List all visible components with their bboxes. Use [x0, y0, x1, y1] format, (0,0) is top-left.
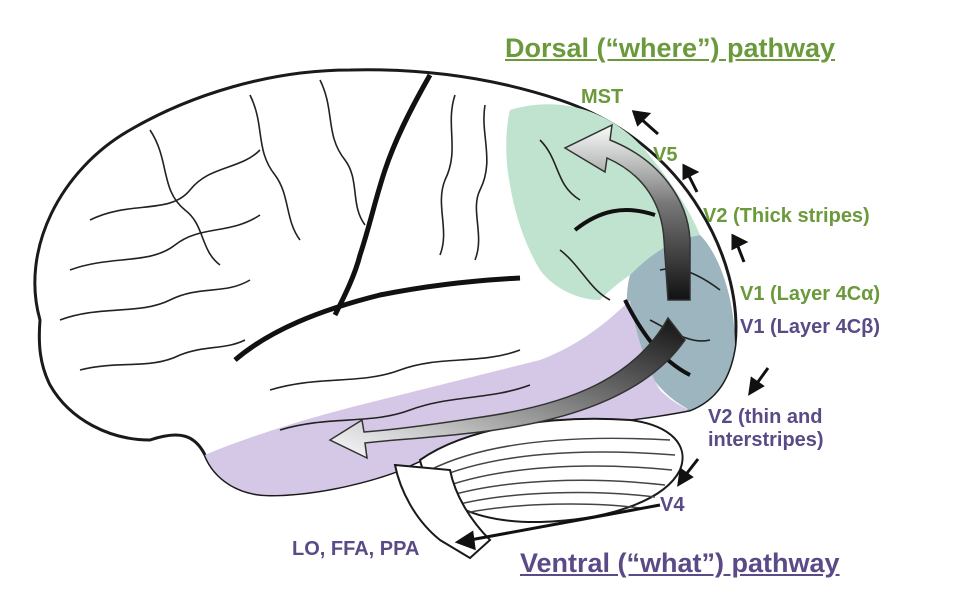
arrow-to-v5: [682, 163, 700, 193]
arrow-to-mst: [631, 110, 659, 136]
dorsal-region: [506, 104, 700, 300]
dorsal-stream-arrow: [563, 123, 691, 301]
label-lo-ffa-ppa: LO, FFA, PPA: [292, 538, 420, 560]
ventral-region: [205, 300, 690, 495]
cerebellum: [418, 417, 684, 524]
label-v2-thick-stripes: V2 (Thick stripes): [703, 205, 870, 227]
brainstem: [393, 463, 492, 560]
label-mst: MST: [581, 86, 624, 108]
ventral-pathway-title: Ventral (“what”) pathway: [520, 548, 840, 578]
label-v1-layer-4c-alpha: V1 (Layer 4Cα): [740, 283, 881, 305]
label-v5: V5: [653, 144, 678, 166]
arrow-to-v2-thick: [731, 233, 749, 263]
pathway-arrows: [454, 110, 770, 551]
central-sulcus: [332, 73, 433, 317]
parieto-occipital-sulcus: [573, 208, 656, 232]
label-v2-thin-interstripes: V2 (thin and interstripes): [708, 406, 824, 451]
label-v4: V4: [660, 494, 685, 516]
gyri-lines: [59, 79, 721, 431]
label-v1-layer-4c-beta: V1 (Layer 4Cβ): [740, 316, 881, 338]
arrow-to-v2-thin: [748, 367, 770, 396]
dorsal-pathway-title: Dorsal (“where”) pathway: [505, 33, 836, 63]
arrow-to-v4: [677, 458, 700, 487]
ventral-stream-arrow: [328, 316, 686, 460]
arrow-to-lo-ffa-ppa: [454, 503, 661, 551]
lateral-sulcus: [233, 275, 521, 362]
